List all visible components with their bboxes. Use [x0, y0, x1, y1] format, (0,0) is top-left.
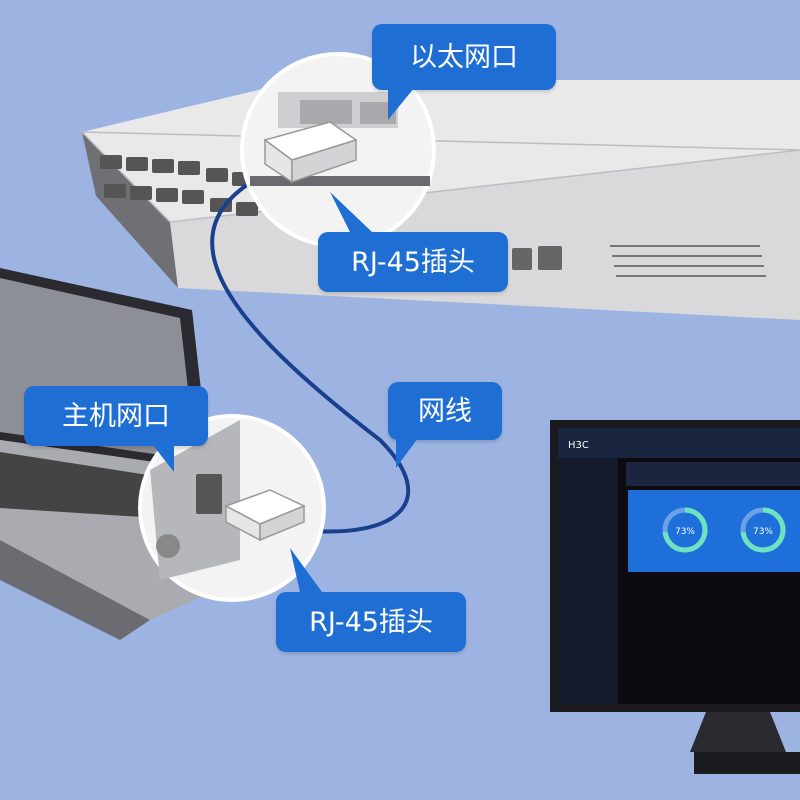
callout-rj45-plug-switch-label: RJ-45插头 — [351, 246, 475, 278]
callout-pointer — [152, 444, 174, 472]
gauge-right-value: 73% — [753, 527, 773, 537]
callout-ethernet-port-label: 以太网口 — [410, 41, 518, 73]
callout-host-port: 主机网口 — [24, 386, 208, 472]
gauge-left — [662, 507, 708, 553]
callout-host-port-label: 主机网口 — [62, 400, 170, 432]
status-leds — [610, 245, 766, 277]
gauge-left-value: 73% — [675, 527, 695, 537]
callout-ethernet-port: 以太网口 — [372, 24, 556, 120]
callout-rj45-plug-switch: RJ-45插头 — [318, 232, 508, 292]
rj45-plug-switch — [263, 121, 358, 184]
callout-rj45-plug-laptop: RJ-45插头 — [276, 592, 466, 652]
callout-pointer — [396, 438, 418, 468]
rj45-plug-laptop — [224, 489, 306, 542]
switch-zoom-circle — [240, 52, 436, 248]
gauge-right — [740, 507, 786, 553]
network-cable — [210, 176, 411, 534]
monitor — [550, 420, 800, 774]
monitor-brand: H3C — [568, 440, 589, 451]
callout-pointer — [388, 88, 414, 120]
switch-ports — [100, 155, 562, 270]
callout-network-cable-label: 网线 — [418, 395, 472, 427]
callout-network-cable: 网线 — [388, 382, 502, 468]
callout-rj45-plug-laptop-label: RJ-45插头 — [309, 606, 433, 638]
